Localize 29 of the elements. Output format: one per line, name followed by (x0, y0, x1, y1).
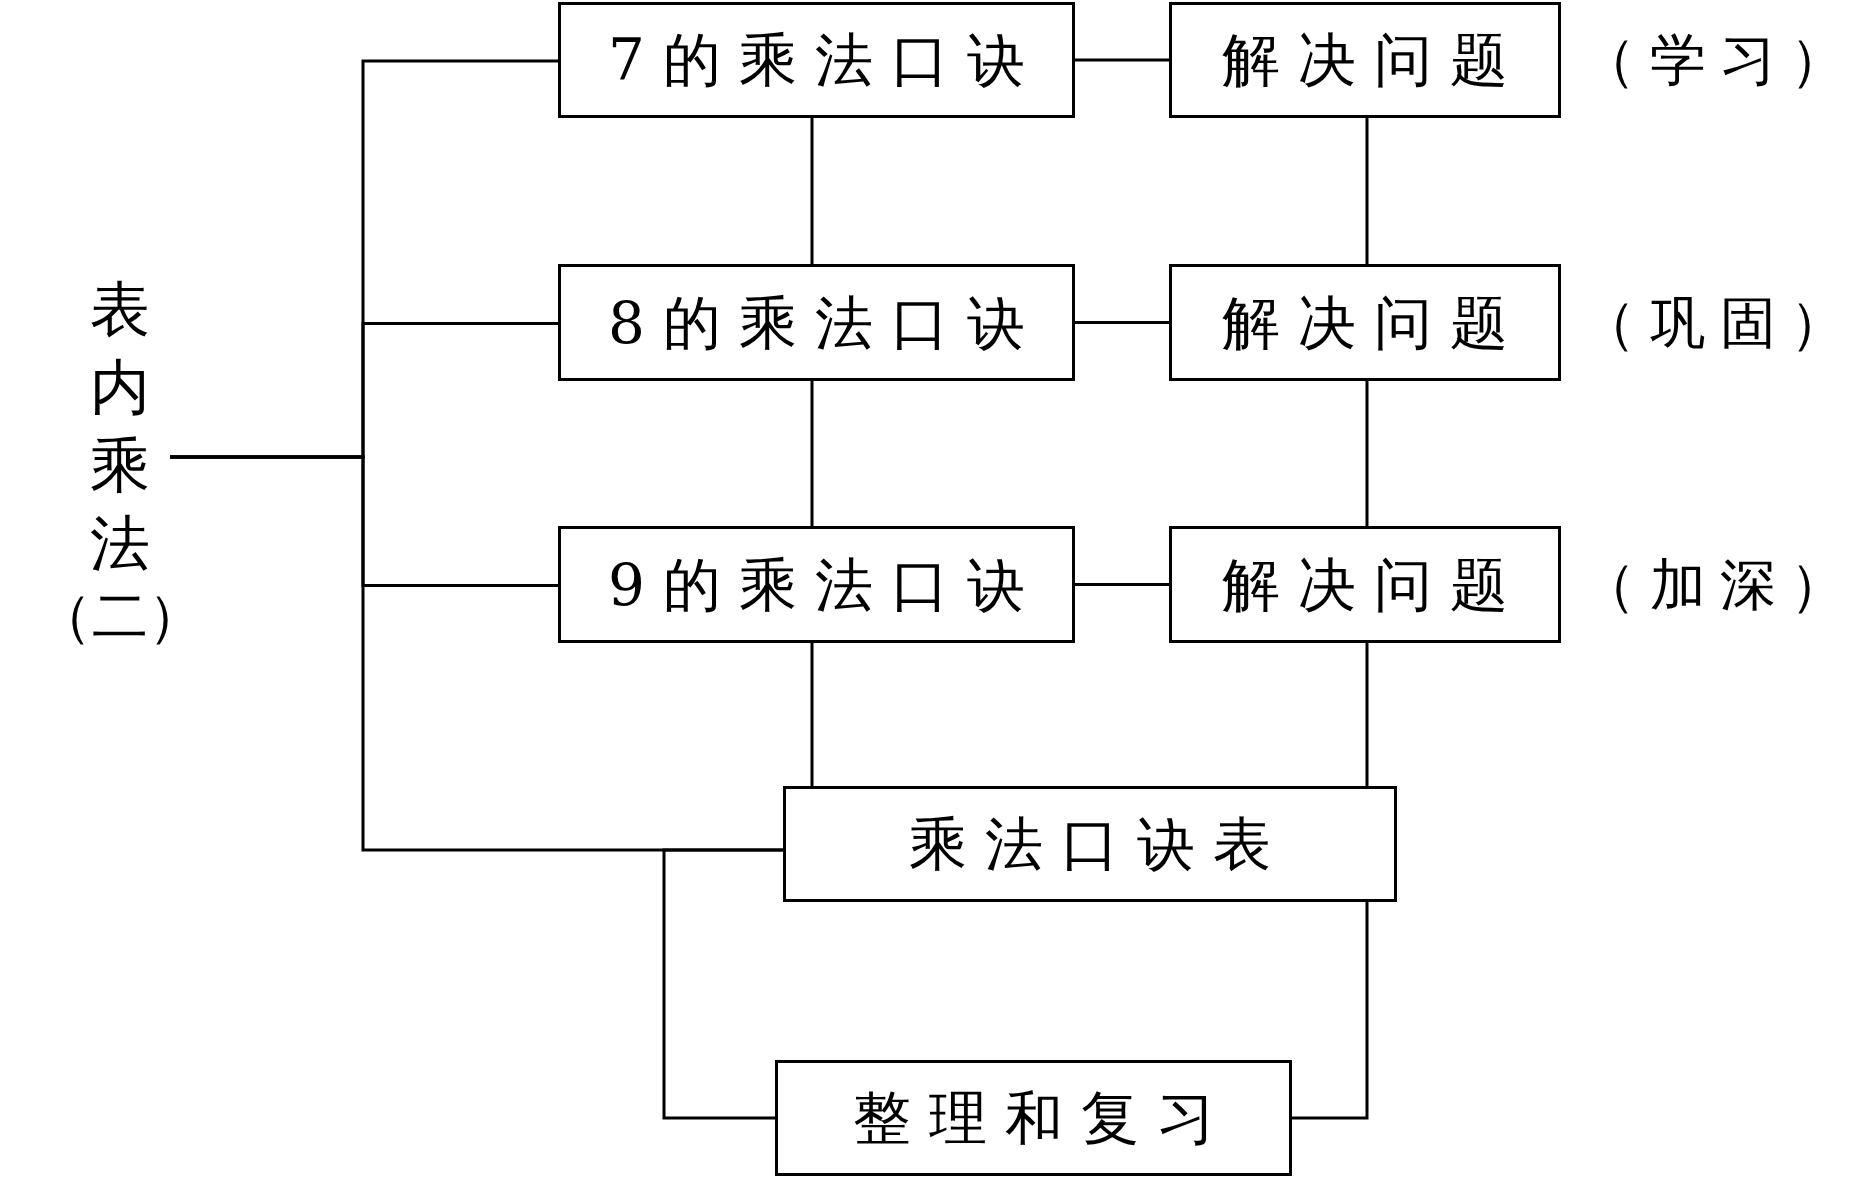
connector-line (1075, 58, 1169, 62)
side-note: （加深） (1580, 556, 1860, 613)
connector-line (1075, 583, 1169, 586)
topic-box (558, 264, 1075, 381)
connector-line (1365, 643, 1369, 786)
connector-line (810, 118, 814, 264)
topic-box (783, 786, 1397, 902)
topic-box (775, 1060, 1292, 1176)
topic-box (558, 526, 1075, 643)
node-label: 8的乘法口诀 (608, 293, 1043, 352)
connector-line (810, 381, 814, 526)
connector-line (662, 848, 783, 1120)
topic-box (558, 2, 1075, 118)
connector-line (1075, 321, 1169, 324)
node-label: 9的乘法口诀 (608, 555, 1043, 614)
connector-line (810, 643, 814, 786)
connector-line (1365, 381, 1369, 526)
connector-line (1292, 902, 1369, 1120)
node-label: 7的乘法口诀 (608, 31, 1043, 89)
node-label: 整理和复习 (852, 1089, 1233, 1147)
node-label: 解决问题 (1222, 293, 1526, 352)
node-label: 解决问题 (1222, 31, 1526, 89)
node-title: 表内乘法 (90, 273, 150, 581)
node-label: 解决问题 (1222, 555, 1526, 614)
node-label: 乘法口诀表 (909, 815, 1289, 873)
node-title: （二） (36, 582, 204, 650)
side-note: （巩固） (1580, 294, 1860, 351)
connector-line (1365, 118, 1369, 264)
side-note: （学习） (1580, 32, 1860, 88)
